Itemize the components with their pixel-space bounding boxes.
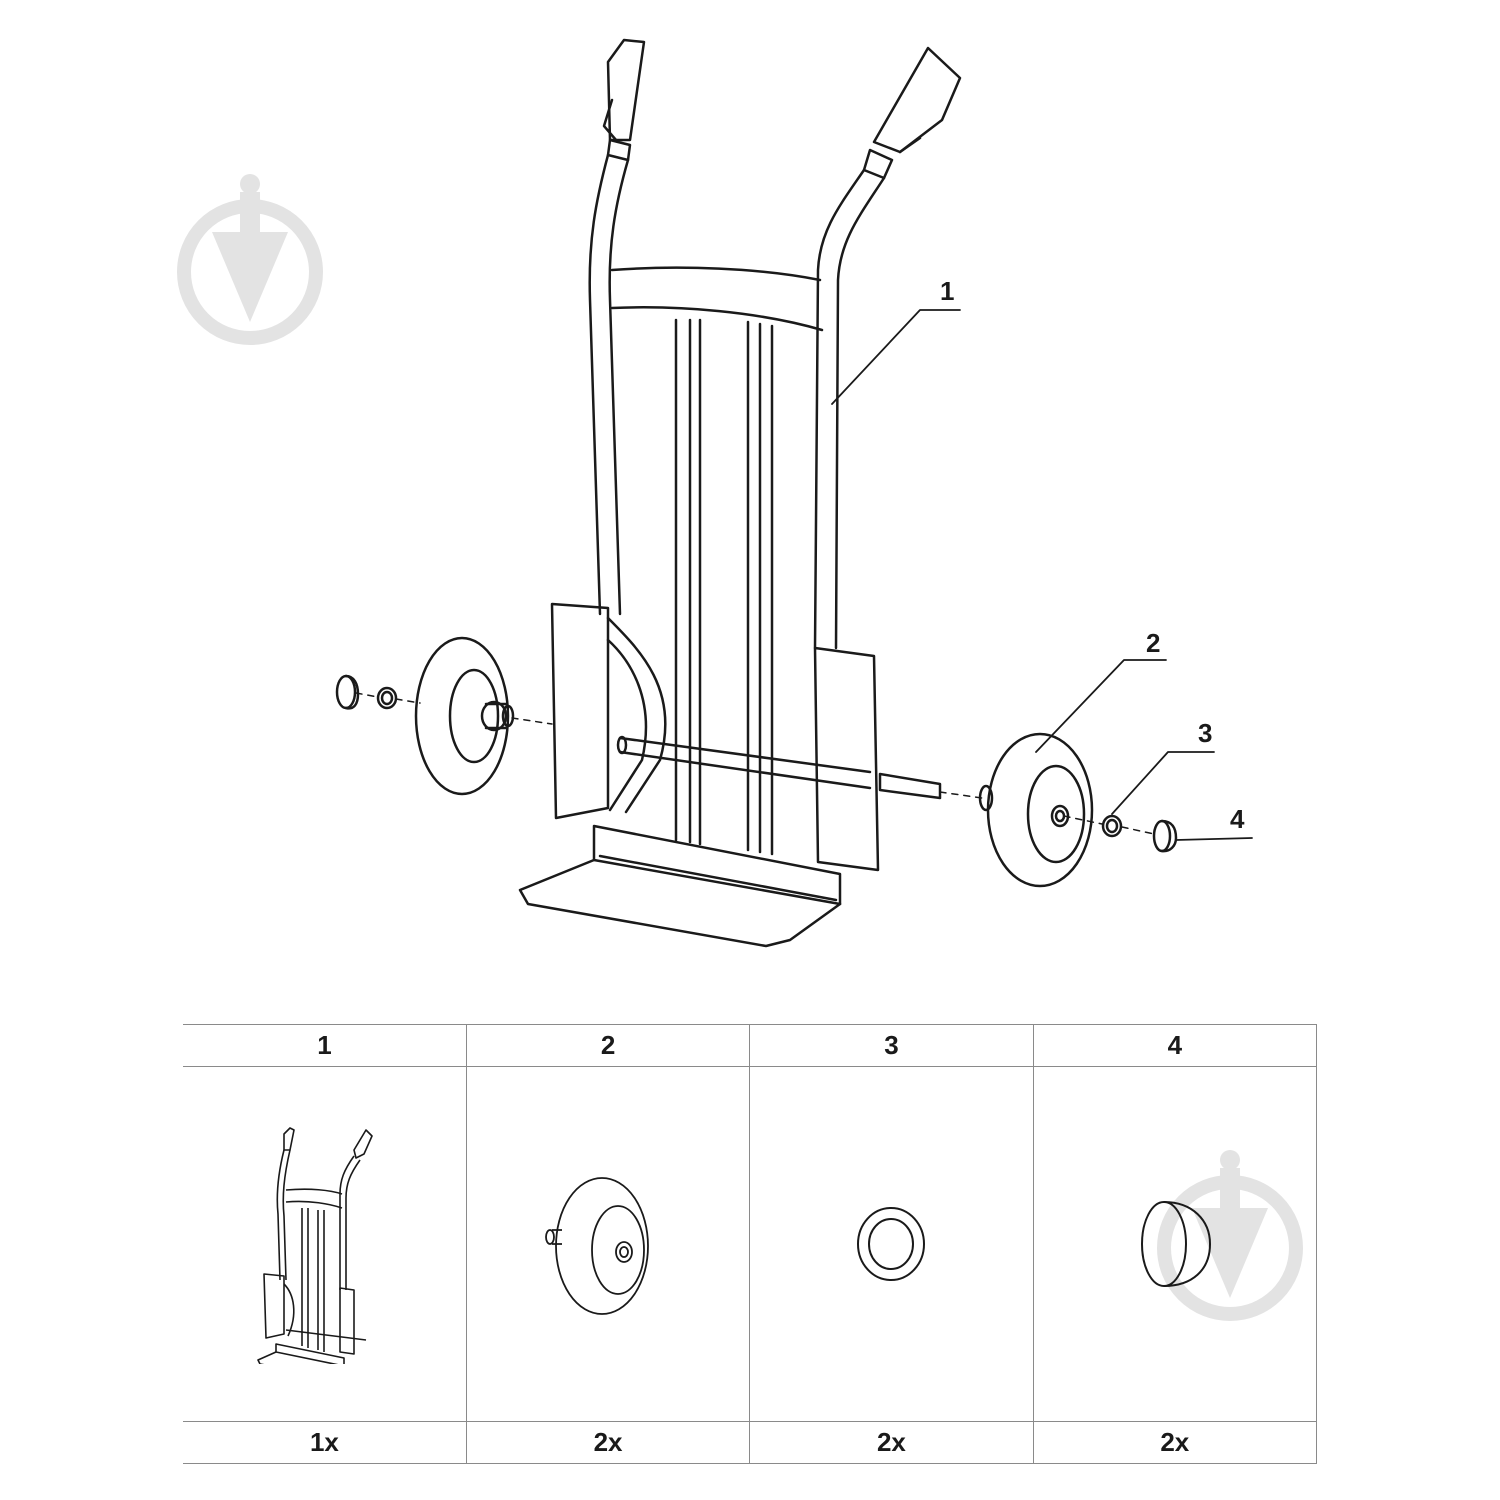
part-1-image-cell (183, 1066, 467, 1422)
part-1-quantity: 1x (183, 1421, 467, 1464)
part-2-image-cell (465, 1066, 751, 1422)
right-wheel (978, 732, 1094, 888)
wheel-icon (545, 1177, 649, 1315)
part-number-4: 4 (1032, 1024, 1318, 1067)
parts-table-image-row (183, 1066, 1318, 1422)
exploded-assembly-diagram (335, 38, 1253, 948)
part-number-3: 3 (749, 1024, 1034, 1067)
part-number-1: 1 (183, 1024, 467, 1067)
left-washer (376, 686, 398, 710)
left-cap (335, 674, 360, 710)
assembly-guide-lines (355, 692, 1155, 835)
part-4-image-cell (1032, 1066, 1318, 1422)
hand-truck-frame (518, 38, 962, 948)
hand-truck-frame-icon (257, 1127, 374, 1364)
left-wheel (414, 636, 515, 796)
right-washer (1101, 814, 1123, 838)
callout-2: 2 (1146, 628, 1161, 658)
part-2-quantity: 2x (465, 1421, 751, 1464)
parts-table-quantity-row: 1x 2x 2x 2x (183, 1421, 1318, 1464)
part-3-image-cell (749, 1066, 1034, 1422)
callout-4: 4 (1230, 804, 1245, 834)
parts-table-header-row: 1 2 3 4 (183, 1024, 1318, 1067)
axle-cap-icon (1140, 1201, 1211, 1287)
part-4-quantity: 2x (1032, 1421, 1318, 1464)
part-number-2: 2 (465, 1024, 751, 1067)
washer-icon (857, 1207, 926, 1281)
leader-lines (831, 309, 1253, 841)
watermark-logo-icon (177, 174, 323, 345)
part-3-quantity: 2x (749, 1421, 1034, 1464)
parts-list-table: 1 2 3 4 (183, 1024, 1318, 1464)
right-cap (1152, 819, 1178, 853)
callout-1: 1 (940, 276, 955, 306)
callout-3: 3 (1198, 718, 1213, 748)
